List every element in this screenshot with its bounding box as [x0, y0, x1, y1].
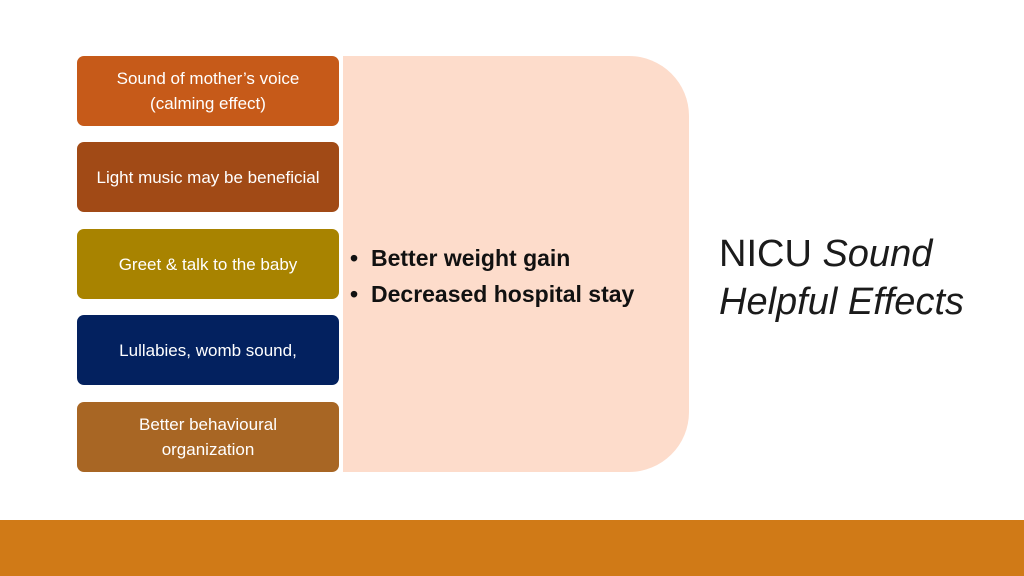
effect-box-mothers-voice: Sound of mother’s voice (calming effect) — [77, 56, 339, 126]
slide-title: NICU Sound Helpful Effects — [719, 230, 964, 326]
benefit-item: • Decreased hospital stay — [350, 276, 634, 312]
bullet-icon: • — [350, 245, 359, 271]
title-word-nicu: NICU — [719, 233, 812, 275]
benefit-text: Decreased hospital stay — [371, 281, 635, 307]
footer-bar — [0, 520, 1024, 576]
content-panel — [343, 56, 689, 472]
benefit-text: Better weight gain — [371, 245, 571, 271]
effect-box-label: Better behavioural organization — [139, 415, 277, 459]
effect-box-label: Light music may be beneficial — [96, 167, 320, 187]
effect-box-behavioural: Better behavioural organization — [77, 402, 339, 472]
effect-box-label: Sound of mother’s voice (calming effect) — [116, 69, 300, 113]
bullet-icon: • — [350, 281, 359, 307]
effect-box-lullabies: Lullabies, womb sound, — [77, 315, 339, 385]
title-word-sound: Sound — [822, 233, 933, 275]
effect-box-label: Lullabies, womb sound, — [119, 340, 297, 360]
title-subtitle: Helpful Effects — [719, 281, 964, 323]
effect-box-label: Greet & talk to the baby — [118, 254, 298, 274]
effect-box-greet-talk: Greet & talk to the baby — [77, 229, 339, 299]
effect-box-light-music: Light music may be beneficial — [77, 142, 339, 212]
benefit-item: • Better weight gain — [350, 240, 634, 276]
benefits-list: • Better weight gain • Decreased hospita… — [350, 240, 634, 312]
